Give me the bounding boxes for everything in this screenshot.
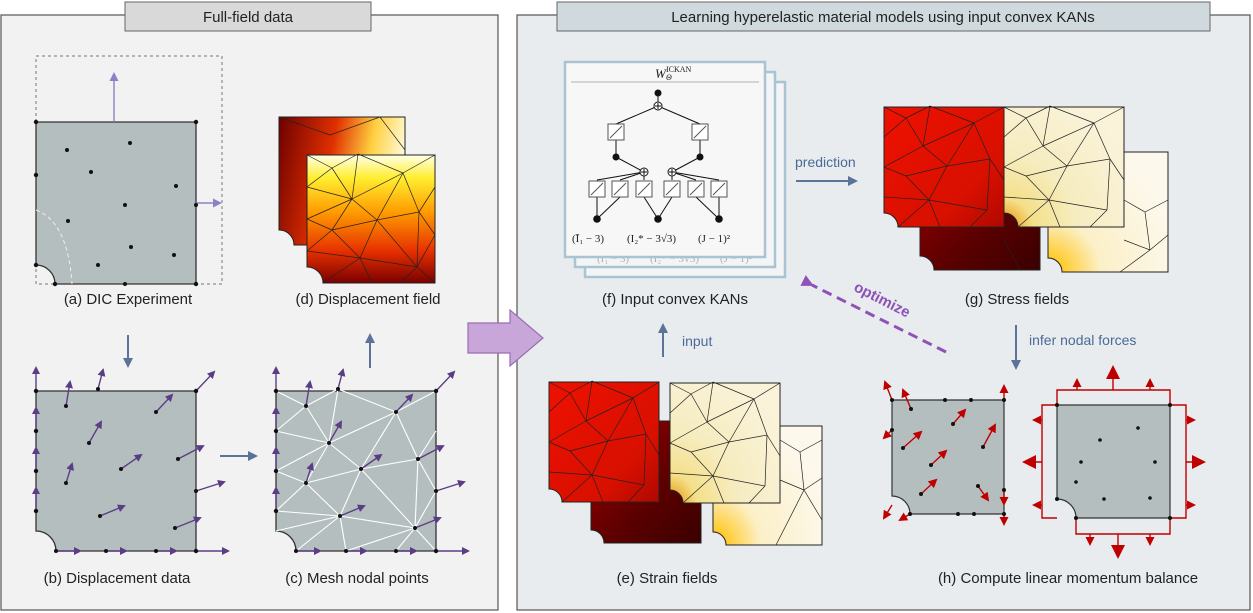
displacement-field-figure: (d) Displacement field: [278, 116, 441, 308]
kan-input-node: [715, 215, 723, 223]
displacement-data-figure: (b) Displacement data: [32, 366, 230, 587]
sum-node-icon: [653, 101, 663, 111]
kan-input-node: [593, 215, 601, 223]
left-panel-title: Full-field data: [203, 9, 294, 26]
input-label: input: [682, 333, 712, 349]
specimen-h-left: [891, 399, 1005, 515]
stress-mesh: [883, 105, 1169, 273]
dic-experiment-figure: (a) DIC Experiment: [33, 55, 223, 308]
speckle-points: [33, 119, 199, 287]
right-panel-title: Learning hyperelastic material models us…: [671, 9, 1095, 26]
mesh-nodes-c: [273, 387, 439, 554]
displacement-mesh-front: [306, 153, 436, 284]
caption-h: (h) Compute linear momentum balance: [938, 570, 1198, 587]
caption-e: (e) Strain fields: [617, 570, 718, 587]
notch-region-outline: [35, 209, 73, 285]
kan-title-sup: ICKAN: [666, 65, 692, 74]
kan-input-3: (J − 1)²: [698, 233, 731, 245]
caption-c: (c) Mesh nodal points: [285, 570, 428, 587]
kan-output-node: [654, 89, 662, 97]
spline-curves: [590, 125, 726, 196]
strain-fields-figure: (e) Strain fields: [548, 380, 823, 587]
kan-card-front: [563, 60, 767, 259]
infer-label: infer nodal forces: [1029, 332, 1136, 348]
input-convex-kan-figure: (Ī₁ − 3) (I₂* − 3√3) (J − 1)² W Θ ICKAN: [563, 60, 787, 308]
optimize-arrow: [800, 275, 947, 354]
kan-hidden-node: [696, 153, 704, 161]
displacement-vectors-c: [272, 366, 470, 555]
kan-hidden-node: [612, 153, 620, 161]
caption-g: (g) Stress fields: [965, 291, 1069, 308]
boundary-force-lines: [1022, 365, 1206, 559]
kan-title-sub: Θ: [666, 73, 672, 82]
kan-input-2: (I₂* − 3√3): [627, 233, 676, 245]
nodal-force-arrows: [882, 380, 1009, 526]
kan-input-node: [654, 215, 662, 223]
kan-input-1: (Ī₁ − 3): [572, 233, 604, 245]
mesh-lines-c: [275, 388, 437, 552]
strain-mesh: [548, 380, 823, 546]
right-panel-tab: [556, 1, 1211, 32]
prediction-label: prediction: [795, 154, 856, 170]
nodal-points-h-right: [1055, 403, 1172, 520]
specimen-b: [35, 390, 197, 552]
caption-b: (b) Displacement data: [44, 570, 191, 587]
sum-node-icon: [639, 167, 649, 177]
sum-node-icon: [667, 167, 677, 177]
displacement-mesh-back: [278, 116, 406, 151]
big-right-arrow-icon: [467, 308, 544, 368]
displacement-field-front: [306, 154, 436, 284]
momentum-balance-figure: (h) Compute linear momentum balance: [882, 365, 1206, 587]
caption-d: (d) Displacement field: [295, 291, 440, 308]
caption-a: (a) DIC Experiment: [64, 291, 193, 308]
caption-f: (f) Input convex KANs: [602, 291, 748, 308]
specimen-a: [35, 121, 197, 285]
displacement-points-b: [33, 387, 199, 554]
nodal-points-h-left: [890, 398, 1006, 516]
specimen-h-right: [1056, 404, 1171, 519]
displacement-vectors-b: [32, 366, 230, 555]
left-panel-tab: [124, 1, 372, 32]
kan-title-main: W: [655, 66, 667, 81]
stress-fields-figure: (g) Stress fields: [883, 105, 1169, 308]
mesh-nodal-points-figure: (c) Mesh nodal points: [272, 366, 470, 587]
